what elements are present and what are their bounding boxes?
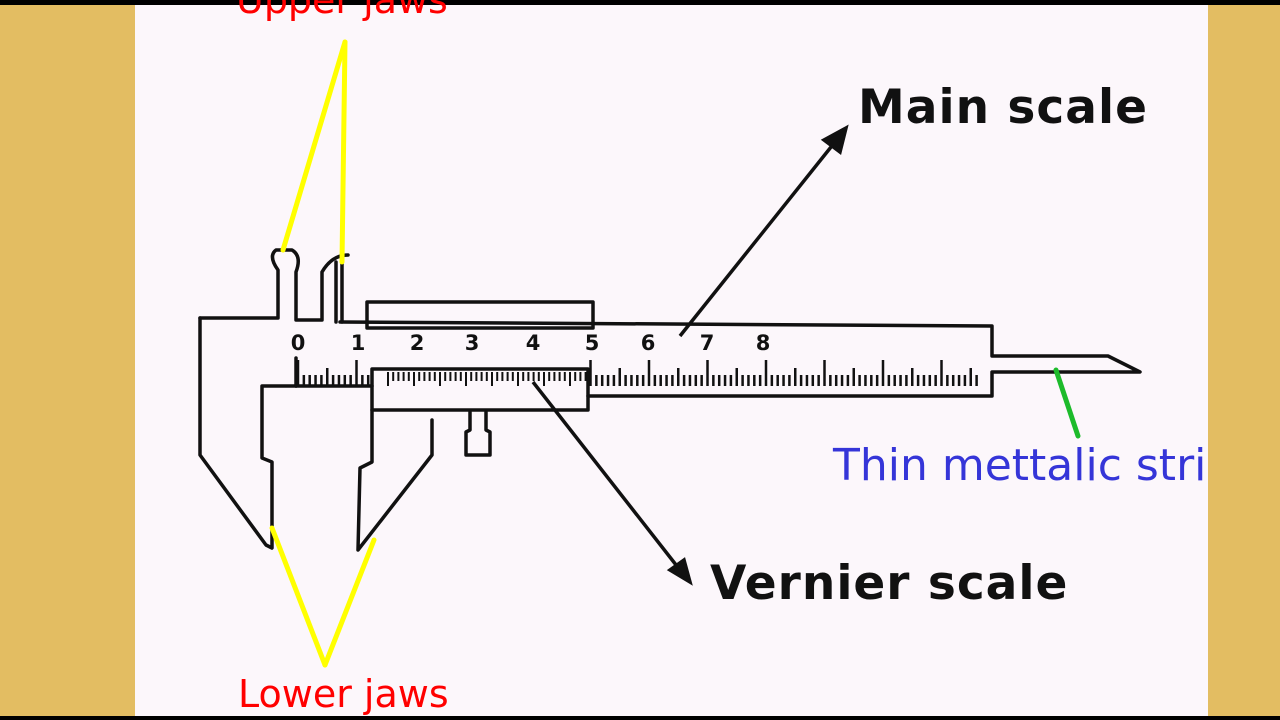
vernier-scale-arrow bbox=[531, 380, 682, 572]
sliding-upper-jaw bbox=[334, 260, 344, 324]
scale-number-7: 7 bbox=[700, 331, 715, 355]
vernier-slider-body bbox=[370, 367, 590, 412]
thin-metallic-strip-label: Thin mettalic stri bbox=[833, 440, 1207, 491]
lower-jaws-label: Lower jaws bbox=[238, 672, 449, 716]
vernier-scale-label: Vernier scale bbox=[710, 556, 1069, 611]
lock-screw bbox=[464, 410, 492, 457]
main-scale-label: Main scale bbox=[858, 80, 1148, 135]
scale-number-2: 2 bbox=[410, 331, 425, 355]
vernier-scale-arrowhead bbox=[666, 557, 693, 586]
sliding-lower-jaw bbox=[356, 408, 434, 552]
main-scale-beam bbox=[338, 320, 1142, 398]
lower-jaw-pointer-right bbox=[322, 537, 377, 668]
upper-jaws-label: Upper jaws bbox=[236, 0, 448, 22]
diagram-panel bbox=[135, 5, 1208, 716]
label-layer: Upper jaws Lower jaws Main scale Vernier… bbox=[236, 0, 1207, 716]
scale-number-6: 6 bbox=[641, 331, 656, 355]
upper-jaw-pointer-right bbox=[339, 39, 348, 265]
scale-number-8: 8 bbox=[756, 331, 771, 355]
upper-jaw-pointer-left bbox=[280, 39, 348, 253]
fixed-lower-jaw bbox=[198, 316, 298, 550]
lower-jaw-pointer-left bbox=[269, 525, 328, 668]
bottom-black-bar bbox=[0, 716, 1280, 720]
scale-number-0: 0 bbox=[291, 331, 306, 355]
scale-number-1: 1 bbox=[351, 331, 366, 355]
scale-number-4: 4 bbox=[526, 331, 541, 355]
fixed-jaw-outline bbox=[198, 248, 350, 322]
scale-number-5: 5 bbox=[585, 331, 600, 355]
strip-pointer bbox=[1053, 367, 1081, 439]
scale-number-3: 3 bbox=[465, 331, 480, 355]
main-scale-arrowhead bbox=[820, 124, 849, 155]
top-black-bar bbox=[0, 0, 1280, 5]
vernier-slider-top bbox=[365, 300, 595, 330]
main-scale-arrow bbox=[678, 140, 837, 338]
